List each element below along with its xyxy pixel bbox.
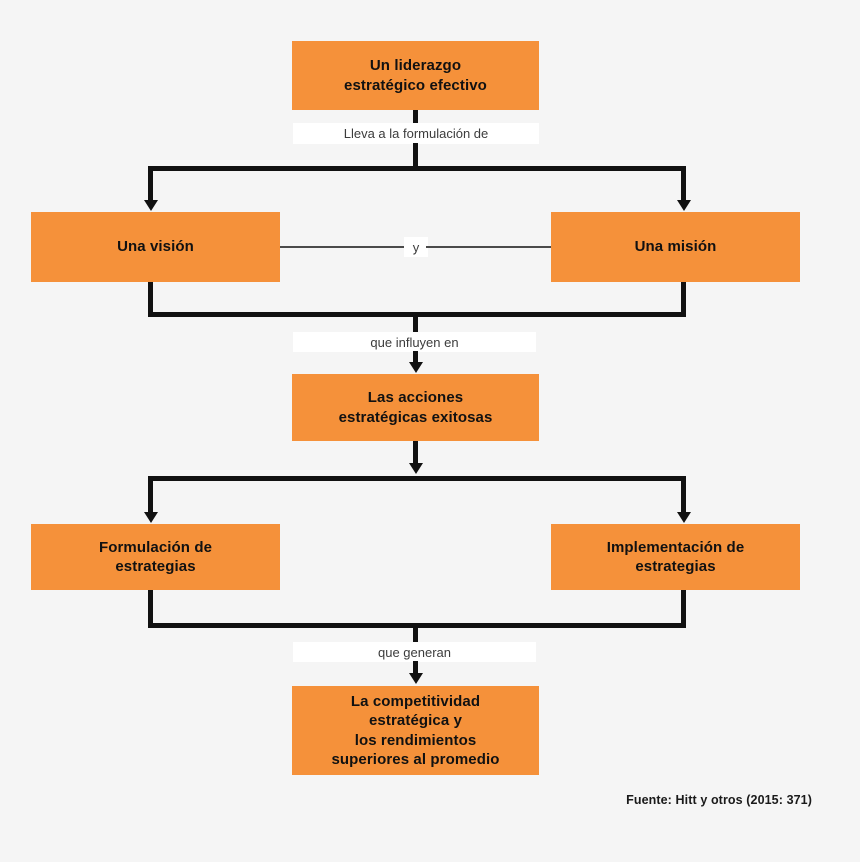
arrow-head-to-acciones	[408, 362, 423, 373]
arrow-head-to-mision	[676, 200, 691, 211]
edge-label-generan: que generan	[293, 642, 536, 662]
node-competitividad-estrategica: La competitividad estratégica y los rend…	[292, 686, 539, 775]
connector-vision-mision-right	[426, 246, 551, 248]
connector-formulacion-down	[148, 590, 153, 626]
node-implementacion-label: Implementación de estrategias	[606, 538, 745, 575]
connector-vision-down	[148, 282, 153, 317]
edge-label-conjuncion-text: y	[412, 239, 420, 255]
connector-implementacion-down	[681, 590, 686, 626]
edge-label-conjuncion: y	[404, 237, 428, 257]
node-liderazgo-label: Un liderazgo estratégico efectivo	[344, 57, 487, 94]
arrow-head-acciones-to-split	[408, 463, 423, 474]
node-liderazgo-estrategico: Un liderazgo estratégico efectivo	[292, 41, 539, 110]
connector-to-vision	[148, 166, 153, 202]
connector-merge-row2-down-a	[413, 312, 418, 335]
edge-label-lleva: Lleva a la formulación de	[293, 123, 539, 144]
node-acciones-estrategicas: Las acciones estratégicas exitosas	[292, 374, 539, 441]
connector-split-bar-row2	[148, 166, 686, 171]
connector-liderazgo-down-a	[413, 110, 418, 126]
edge-label-influyen-text: que influyen en	[370, 334, 459, 350]
connector-merge-row4-down-b	[413, 661, 418, 674]
connector-vision-mision-left	[280, 246, 406, 248]
node-acciones-label: Las acciones estratégicas exitosas	[338, 389, 493, 426]
connector-liderazgo-down-b	[413, 143, 418, 170]
node-una-vision: Una visión	[31, 212, 280, 282]
node-implementacion-estrategias: Implementación de estrategias	[551, 524, 800, 590]
connector-split-bar-row4	[148, 476, 686, 481]
arrow-head-to-formulacion	[143, 512, 158, 523]
node-formulacion-estrategias: Formulación de estrategias	[31, 524, 280, 590]
edge-label-influyen: que influyen en	[293, 332, 536, 352]
edge-label-generan-text: que generan	[377, 644, 451, 660]
node-competitividad-label: La competitividad estratégica y los rend…	[331, 693, 500, 768]
arrow-head-to-vision	[143, 200, 158, 211]
edge-label-lleva-text: Lleva a la formulación de	[343, 126, 489, 141]
node-formulacion-label: Formulación de estrategias	[98, 538, 213, 575]
connector-to-mision	[681, 166, 686, 202]
connector-mision-down	[681, 282, 686, 317]
arrow-head-to-competitividad	[408, 673, 423, 684]
node-vision-label: Una visión	[117, 238, 194, 256]
arrow-head-to-implementacion	[676, 512, 691, 523]
connector-merge-row2-down-b	[413, 351, 418, 363]
connector-to-formulacion	[148, 476, 153, 514]
connector-merge-row4-down-a	[413, 623, 418, 645]
connector-acciones-down	[413, 441, 418, 465]
node-una-mision: Una misión	[551, 212, 800, 282]
connector-to-implementacion	[681, 476, 686, 514]
node-mision-label: Una misión	[634, 238, 717, 256]
source-note: Fuente: Hitt y otros (2015: 371)	[626, 793, 812, 807]
